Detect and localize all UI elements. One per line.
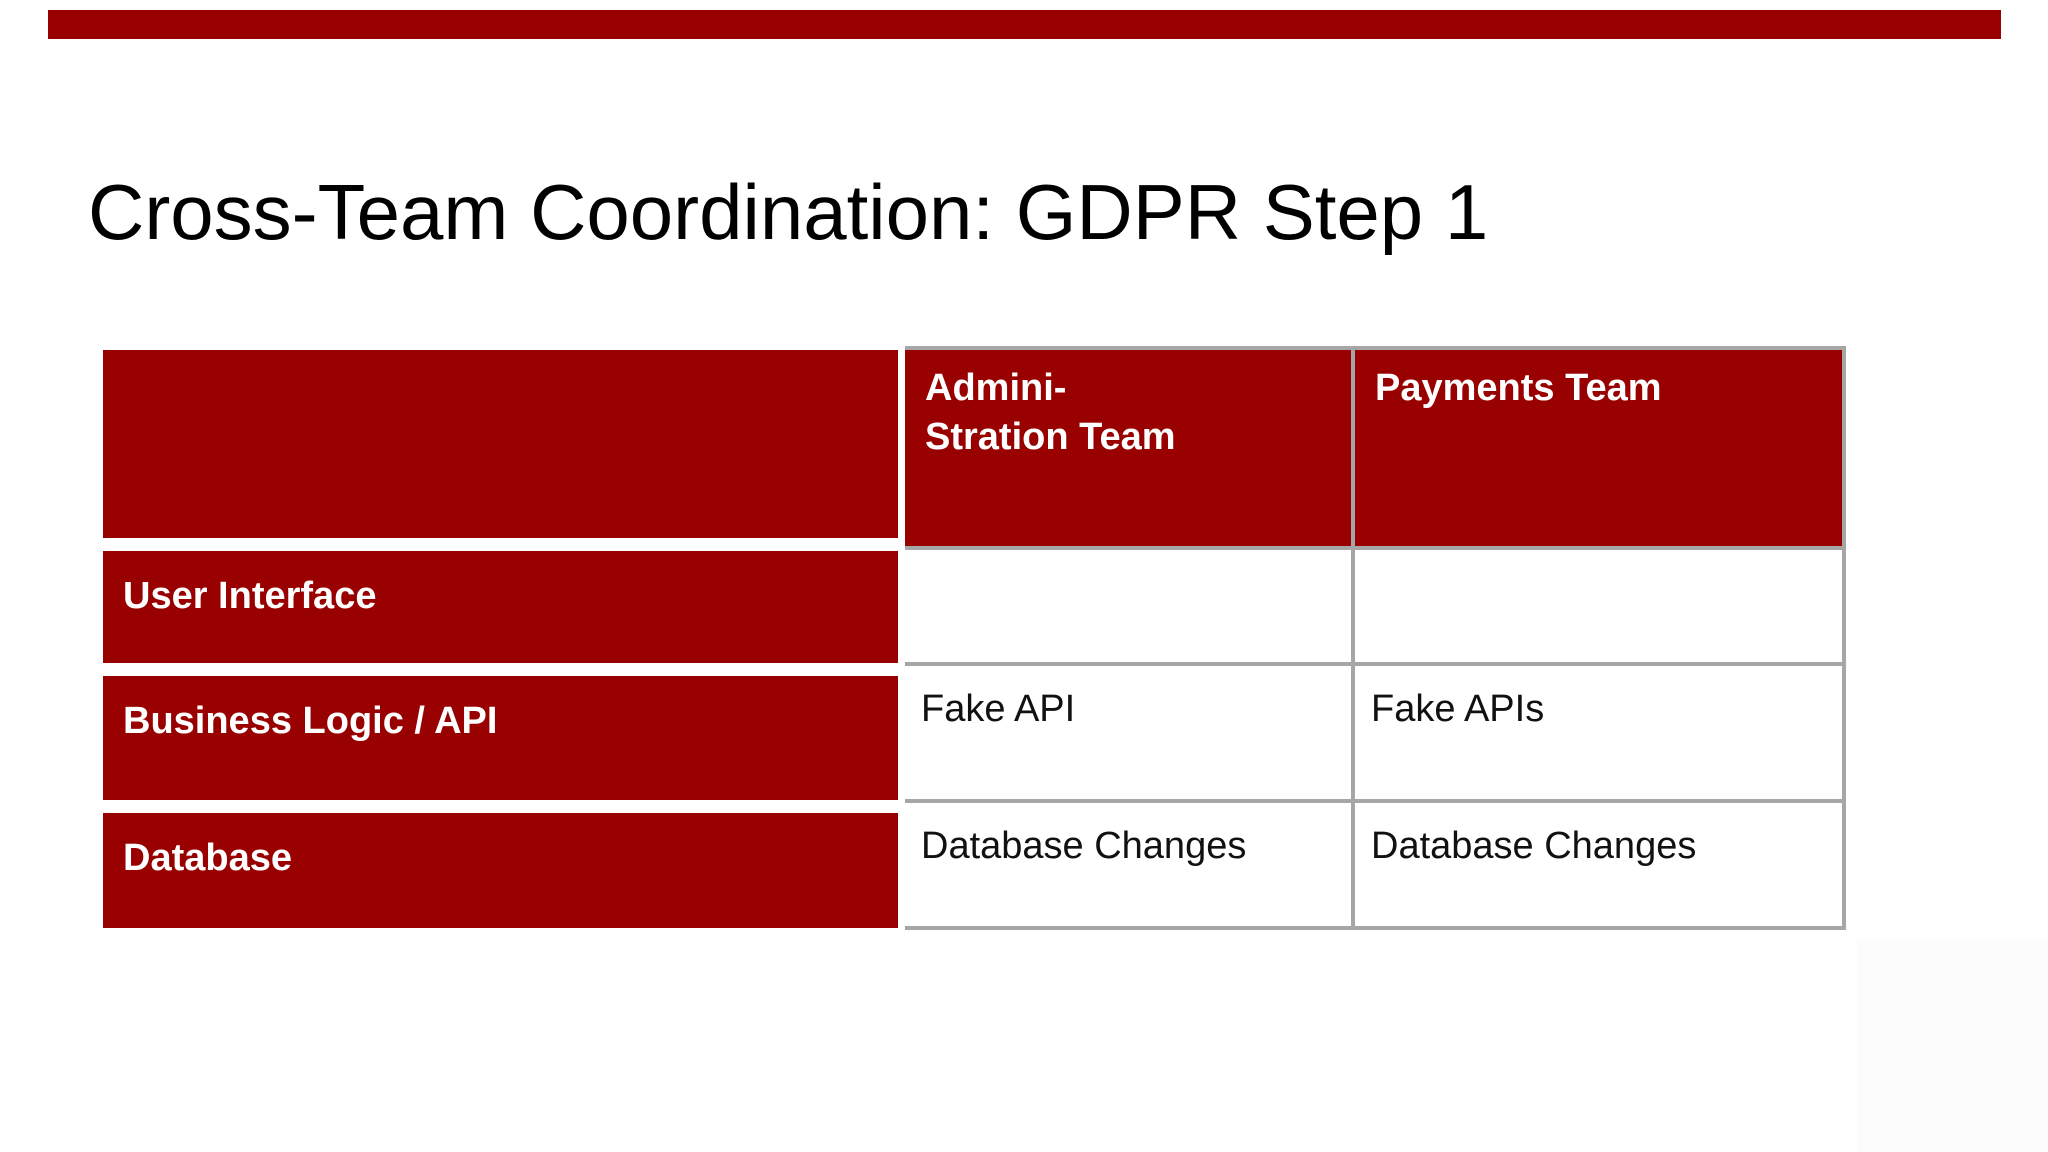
column-header-administration-team: Admini- Stration Team [905, 350, 1355, 550]
top-accent-bar [48, 10, 2001, 39]
cell-database-payments: Database Changes [1355, 803, 1846, 930]
cell-business-logic-administration: Fake API [905, 666, 1355, 803]
row-header-column-blank-header [103, 350, 898, 538]
cell-user-interface-administration [905, 550, 1355, 666]
cell-user-interface-payments [1355, 550, 1846, 666]
bottom-right-background-patch [1857, 940, 2048, 1152]
coordination-table: Admini- Stration Team Payments Team Fake… [905, 346, 1846, 930]
row-header-database: Database [103, 813, 898, 928]
row-header-user-interface: User Interface [103, 551, 898, 663]
cell-business-logic-payments: Fake APIs [1355, 666, 1846, 803]
row-header-business-logic-api: Business Logic / API [103, 676, 898, 800]
page-title: Cross-Team Coordination: GDPR Step 1 [88, 168, 1489, 257]
cell-database-administration: Database Changes [905, 803, 1355, 930]
column-header-payments-team: Payments Team [1355, 350, 1846, 550]
